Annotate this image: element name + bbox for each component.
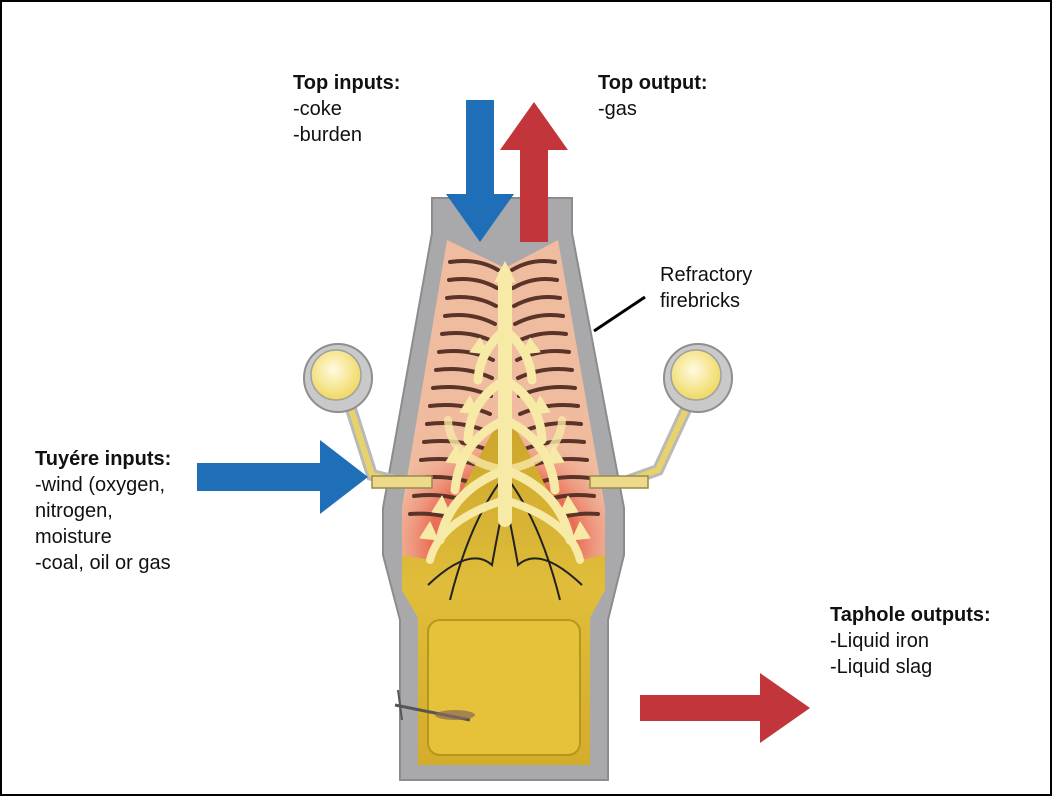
taphole-outputs-line: -Liquid slag — [830, 654, 991, 680]
top-inputs-line: -burden — [293, 122, 400, 148]
taphole-outputs-heading: Taphole outputs: — [830, 602, 991, 628]
top-inputs-line: -coke — [293, 96, 400, 122]
refractory-pointer-line — [594, 297, 645, 331]
top-output-heading: Top output: — [598, 70, 708, 96]
refractory-line: Refractory — [660, 262, 752, 288]
top-output-label: Top output: -gas — [598, 70, 708, 122]
tuyere-inputs-heading: Tuyére inputs: — [35, 446, 171, 472]
hearth — [428, 620, 580, 755]
tuyere-inputs-line: nitrogen, — [35, 498, 171, 524]
tuyere-inputs-label: Tuyére inputs: -wind (oxygen, nitrogen, … — [35, 446, 171, 576]
taphole-outputs-line: -Liquid iron — [830, 628, 991, 654]
top-inputs-heading: Top inputs: — [293, 70, 400, 96]
tuyere-input-arrow — [197, 440, 368, 514]
tuyere-inputs-line: moisture — [35, 524, 171, 550]
top-inputs-label: Top inputs: -coke -burden — [293, 70, 400, 148]
tuyere-inputs-line: -wind (oxygen, — [35, 472, 171, 498]
tuyere-inputs-line: -coal, oil or gas — [35, 550, 171, 576]
taphole-output-arrow — [640, 673, 810, 743]
top-output-line: -gas — [598, 96, 708, 122]
refractory-line: firebricks — [660, 288, 752, 314]
taphole-outputs-label: Taphole outputs: -Liquid iron -Liquid sl… — [830, 602, 991, 680]
refractory-label: Refractory firebricks — [660, 262, 752, 314]
